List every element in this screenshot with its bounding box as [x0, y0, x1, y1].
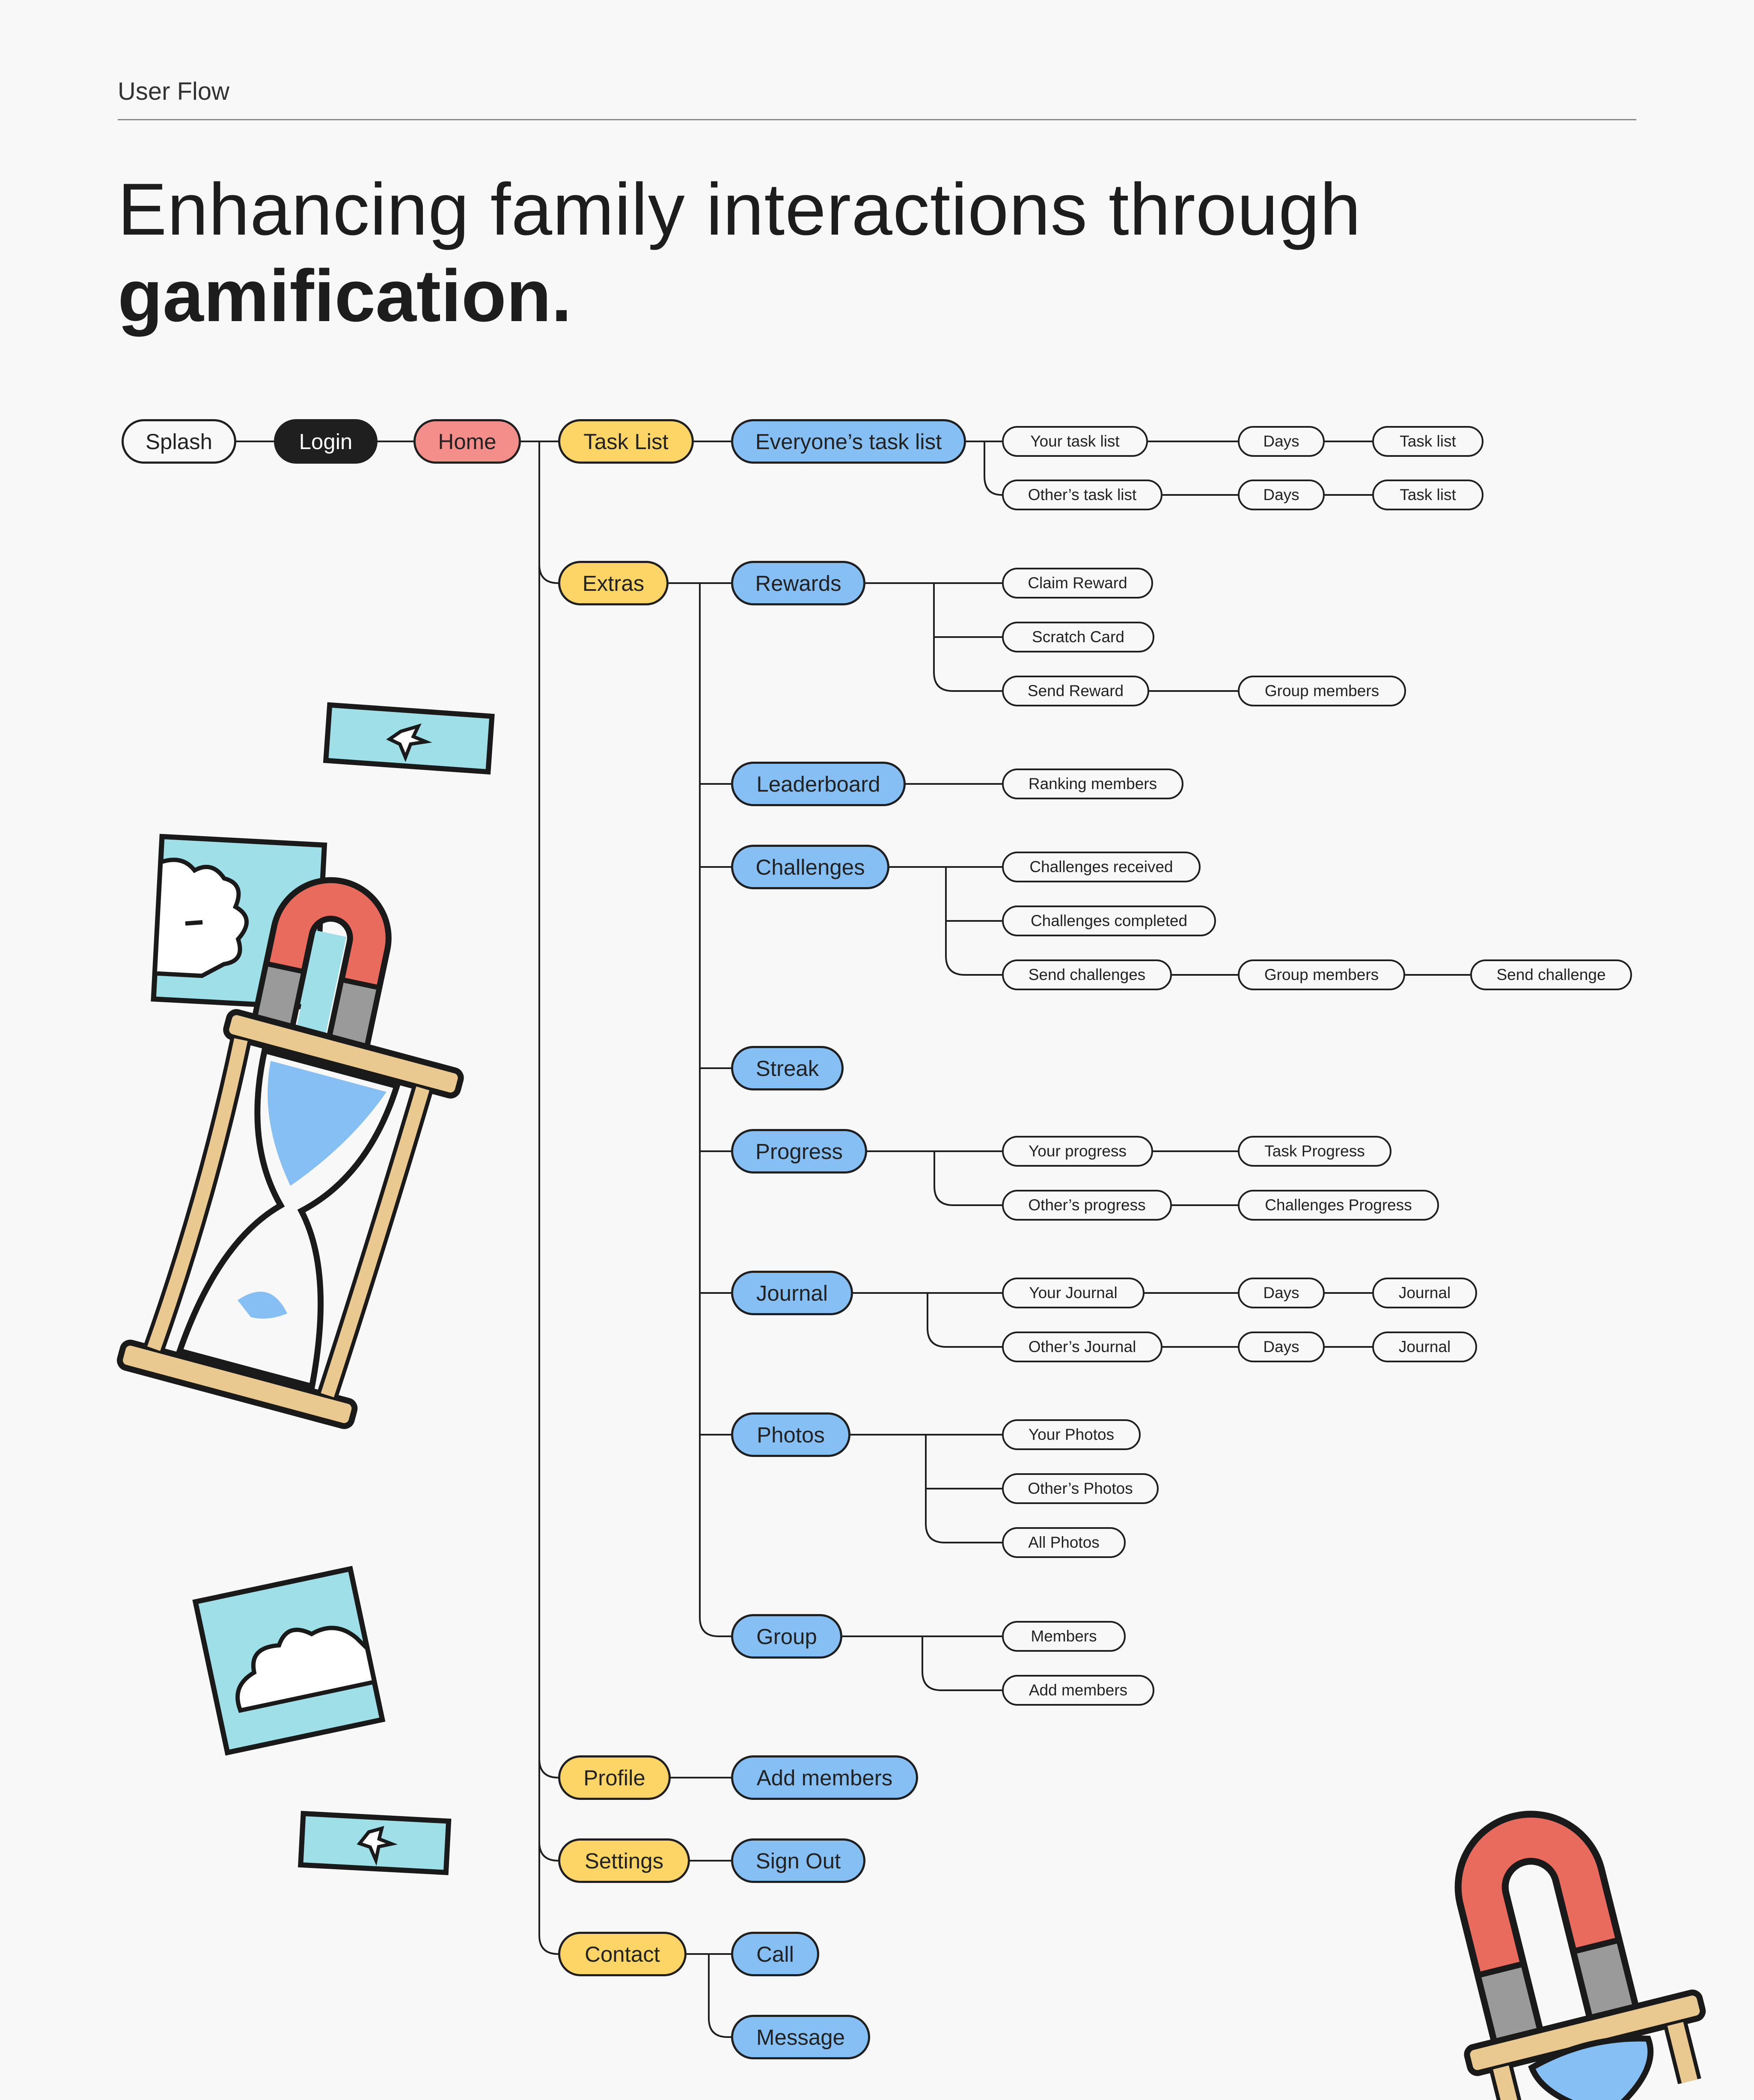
node-send-challenges: Send challenges: [1002, 959, 1172, 990]
node-task-days-1: Days: [1238, 426, 1325, 457]
node-extras: Extras: [558, 561, 669, 605]
node-challenges-received: Challenges received: [1002, 852, 1201, 882]
node-claim-reward: Claim Reward: [1002, 568, 1153, 599]
node-others-task-list: Other’s task list: [1002, 480, 1162, 510]
node-journal-leaf-1: Journal: [1372, 1278, 1477, 1308]
node-home: Home: [413, 419, 521, 464]
node-photos: Photos: [731, 1412, 850, 1457]
node-scratch-card: Scratch Card: [1002, 622, 1154, 652]
node-your-task-list: Your task list: [1002, 426, 1148, 457]
ticket-illustration-top: [323, 702, 495, 775]
node-contact: Contact: [558, 1932, 687, 1976]
header-divider: [118, 119, 1636, 120]
node-splash: Splash: [122, 419, 236, 464]
node-all-photos: All Photos: [1002, 1527, 1126, 1558]
node-challenges-progress: Challenges Progress: [1238, 1190, 1439, 1221]
node-challenges: Challenges: [731, 845, 889, 889]
node-profile-add-members: Add members: [731, 1755, 918, 1800]
node-task-days-2: Days: [1238, 480, 1325, 510]
node-journal-days-1: Days: [1238, 1278, 1325, 1308]
sky-card-illustration: [192, 1566, 385, 1756]
node-ranking-members: Ranking members: [1002, 769, 1183, 799]
node-challenge-group-members: Group members: [1238, 959, 1405, 990]
node-task-list-leaf-2: Task list: [1372, 480, 1483, 510]
node-sign-out: Sign Out: [731, 1838, 865, 1883]
node-call: Call: [731, 1932, 819, 1976]
node-group: Group: [731, 1614, 842, 1659]
node-task-list: Task List: [558, 419, 694, 464]
node-journal: Journal: [731, 1271, 853, 1315]
magnet-illustration-corner: [1454, 1811, 1706, 2100]
node-your-journal: Your Journal: [1002, 1278, 1145, 1308]
node-rewards: Rewards: [731, 561, 865, 605]
node-others-journal: Other’s Journal: [1002, 1331, 1162, 1362]
node-profile: Profile: [558, 1755, 671, 1800]
page-title-line1: Enhancing family interactions through: [118, 168, 1362, 250]
page-title-line2: gamification.: [118, 255, 572, 337]
node-leaderboard: Leaderboard: [731, 762, 906, 806]
node-your-photos: Your Photos: [1002, 1419, 1141, 1450]
hourglass-magnet-illustration: [117, 834, 464, 1429]
node-members: Members: [1002, 1621, 1126, 1652]
node-group-add-members: Add members: [1002, 1675, 1154, 1706]
node-everyones-task-list: Everyone’s task list: [731, 419, 966, 464]
node-journal-leaf-2: Journal: [1372, 1331, 1477, 1362]
eyebrow-label: User Flow: [118, 77, 230, 105]
ticket-illustration-bottom: [298, 1811, 452, 1875]
node-journal-days-2: Days: [1238, 1331, 1325, 1362]
node-others-photos: Other’s Photos: [1002, 1473, 1159, 1504]
node-send-reward: Send Reward: [1002, 676, 1149, 706]
node-settings: Settings: [558, 1838, 690, 1883]
node-message: Message: [731, 2015, 870, 2059]
node-send-challenge: Send challenge: [1470, 959, 1632, 990]
node-streak: Streak: [731, 1046, 844, 1090]
node-others-progress: Other’s progress: [1002, 1190, 1172, 1221]
node-challenges-completed: Challenges completed: [1002, 906, 1216, 936]
node-task-list-leaf-1: Task list: [1372, 426, 1483, 457]
node-reward-group-members: Group members: [1238, 676, 1406, 706]
node-login: Login: [274, 419, 378, 464]
node-your-progress: Your progress: [1002, 1136, 1153, 1167]
node-progress: Progress: [731, 1129, 867, 1174]
node-task-progress: Task Progress: [1238, 1136, 1391, 1167]
